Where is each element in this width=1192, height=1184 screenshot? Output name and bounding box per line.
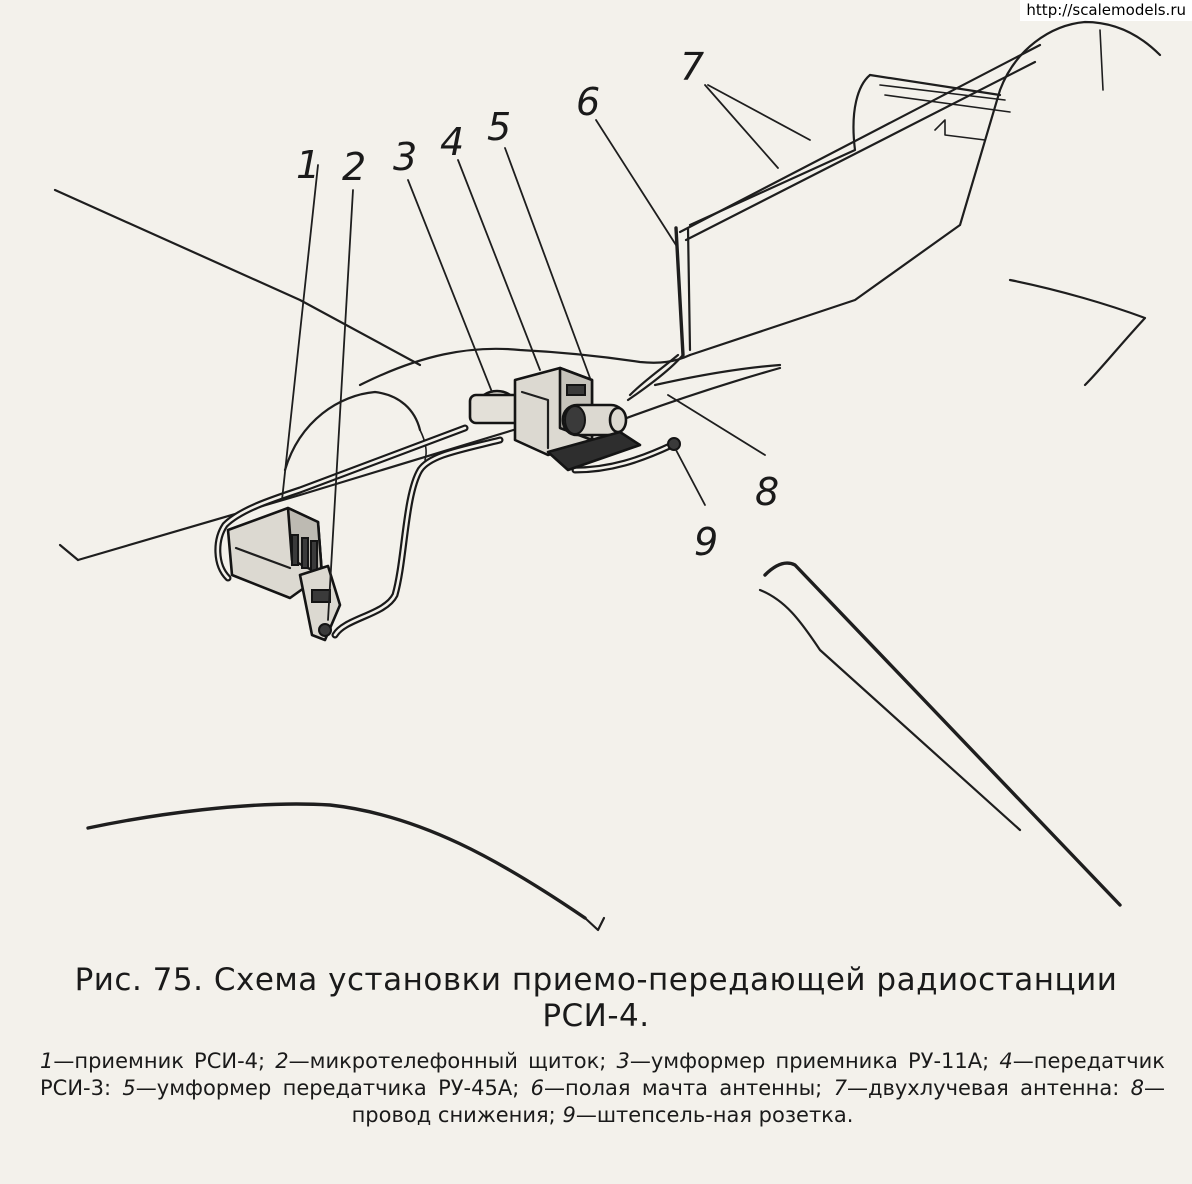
- vertical-fin: [688, 20, 1162, 357]
- left-wing-tip: [58, 543, 80, 562]
- antenna-wire-tail-2: [884, 94, 1011, 113]
- leader-3: [407, 179, 493, 393]
- leader-4: [457, 159, 541, 371]
- fuselage-fillet: [628, 353, 680, 397]
- microphone-panel: [298, 564, 342, 642]
- antenna-mast: [674, 226, 685, 357]
- fin-step: [934, 119, 986, 141]
- callout-1: 1: [296, 143, 320, 187]
- fin-tip-mark: [1099, 29, 1104, 91]
- fin-leading-edge: [688, 73, 872, 227]
- leader-8: [667, 394, 766, 456]
- legend-item: 1—приемник РСИ-4;: [40, 1049, 266, 1073]
- legend-item: 3—умформер приемника РУ-11А;: [616, 1049, 990, 1073]
- callout-5: 5: [487, 105, 511, 149]
- lower-wing-edge: [86, 802, 587, 920]
- antenna-wire-lower: [684, 60, 1037, 242]
- lower-wing-tip: [583, 916, 606, 932]
- leader-5: [504, 147, 591, 379]
- callout-3: 3: [393, 135, 417, 179]
- leader-7a: [704, 84, 779, 169]
- fuselage-tail-line: [653, 363, 782, 387]
- radio-installation-diagram: 1 2 3 4 5 6 7 8 9: [53, 20, 1162, 932]
- figure-title-line-2: РСИ-4.: [542, 998, 650, 1034]
- callout-4: 4: [440, 120, 464, 164]
- figure-caption-title: Рис. 75. Схема установки приемо-передающ…: [40, 962, 1152, 1034]
- callout-6: 6: [576, 80, 600, 124]
- legend-item: 7—двухлучевая антенна:: [833, 1076, 1120, 1100]
- callout-8: 8: [755, 470, 779, 514]
- legend-item: 2—микротелефонный щиток;: [275, 1049, 607, 1073]
- antenna-wire-upper: [678, 43, 1042, 234]
- left-wing-leading-edge: [53, 188, 422, 367]
- cockpit-rim: [283, 390, 422, 472]
- legend-item: 8—провод снижения;: [351, 1076, 1165, 1127]
- leader-6: [595, 119, 677, 246]
- fuselage-top-line: [358, 347, 692, 387]
- figure-title-line-1: Рис. 75. Схема установки приемо-передающ…: [74, 962, 1118, 998]
- legend-item: 9—штепсель-ная розетка.: [562, 1103, 854, 1127]
- right-wing-root: [758, 588, 1022, 832]
- callout-9: 9: [694, 520, 718, 564]
- antenna-lead-in: [626, 353, 685, 402]
- callout-2: 2: [342, 145, 366, 189]
- figure-legend: 1—приемник РСИ-4; 2—микротелефонный щито…: [40, 1048, 1165, 1129]
- transmitter-dynamotor: [561, 403, 628, 437]
- legend-item: 5—умформер передатчика РУ-45А;: [122, 1076, 520, 1100]
- plug-socket: [667, 437, 681, 451]
- callout-7: 7: [680, 45, 704, 89]
- legend-item: 4—передатчик РСИ-3:: [40, 1049, 1165, 1100]
- antenna-wire-tail: [879, 84, 1006, 101]
- receiver-unit: [226, 506, 324, 600]
- horizontal-stabilizer: [1008, 278, 1147, 387]
- leader-9: [675, 449, 706, 506]
- legend-item: 6—полая мачта антенны;: [530, 1076, 823, 1100]
- antenna-mast-back: [686, 226, 692, 352]
- right-wing-trailing-edge: [763, 561, 1122, 907]
- shock-mount-plate: [546, 430, 642, 472]
- leader-7b: [707, 84, 811, 141]
- leader-1: [281, 164, 319, 501]
- watermark-url: http://scalemodels.ru: [1020, 0, 1192, 21]
- leader-2: [327, 189, 354, 621]
